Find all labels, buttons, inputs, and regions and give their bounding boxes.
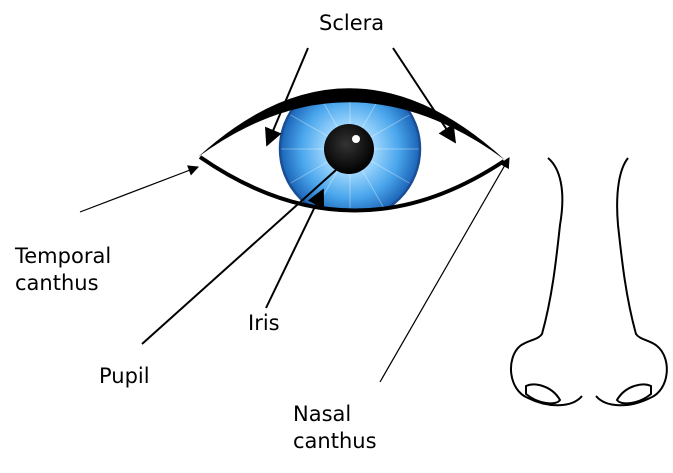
label-sclera: Sclera [319, 11, 385, 35]
label-iris: Iris [248, 311, 280, 335]
pupil-line [141, 169, 337, 345]
temporal-canthus-arrow [79, 165, 200, 213]
label-pupil: Pupil [99, 364, 150, 388]
label-nasal-canthus: Nasal canthus [293, 401, 377, 455]
pupil-highlight [352, 135, 360, 143]
nose [509, 157, 668, 407]
label-temporal-canthus-line1: Temporal [15, 244, 112, 268]
eye [198, 88, 506, 213]
label-temporal-canthus-line2: canthus [15, 271, 99, 295]
sclera-arrow-right [392, 47, 456, 144]
label-temporal-canthus: Temporal canthus [15, 243, 111, 297]
iris-arrow [265, 188, 325, 309]
upper-eyelid [198, 88, 505, 160]
label-nasal-canthus-line1: Nasal [293, 402, 352, 426]
pupil [324, 124, 374, 174]
lower-eyelid [198, 155, 506, 213]
sclera-arrow-left [265, 47, 309, 147]
label-nasal-canthus-line2: canthus [293, 429, 377, 453]
nasal-canthus-arrow [379, 157, 510, 383]
pointer-lines [79, 47, 510, 383]
